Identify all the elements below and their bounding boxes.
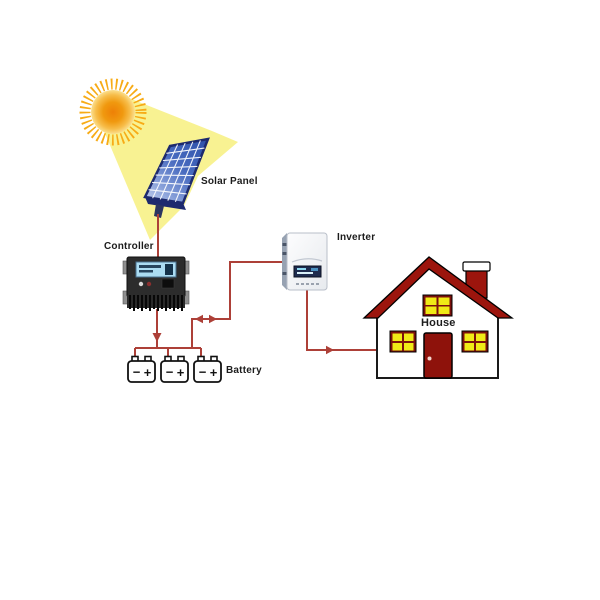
battery-graphic: − + <box>160 355 189 383</box>
house-graphic <box>362 256 514 379</box>
chimney-cap <box>462 261 491 272</box>
inverter-trim-curve <box>291 258 323 263</box>
solar-panel-graphic <box>143 137 210 218</box>
panel-stand <box>154 204 164 218</box>
wire-inverter-to-battery <box>191 261 284 348</box>
battery-negative-sign: − <box>133 365 141 380</box>
battery-positive-sign: + <box>210 365 218 380</box>
window-panes <box>464 333 486 351</box>
arrow-right-icon <box>326 345 334 355</box>
sun-icon <box>79 78 147 146</box>
controller-heatsink-fins <box>129 295 183 311</box>
inverter-label: Inverter <box>337 232 376 243</box>
door-knob <box>427 356 432 361</box>
solar-panel-label: Solar Panel <box>201 176 258 187</box>
window-panes <box>425 297 450 314</box>
controller-port <box>161 278 175 289</box>
controller-mount-ears <box>122 260 190 305</box>
battery-negative-sign: − <box>199 365 207 380</box>
controller-screen-text <box>139 264 173 275</box>
battery-label: Battery <box>226 365 262 376</box>
gable-window <box>422 294 453 317</box>
inverter-graphic <box>282 232 328 291</box>
controller-button <box>146 281 152 287</box>
door <box>423 332 453 379</box>
arrow-left-icon <box>195 314 203 324</box>
left-window <box>389 330 417 353</box>
controller-heatsink <box>127 295 185 308</box>
arrow-down-icon <box>152 333 162 342</box>
inverter-side-face <box>282 233 287 290</box>
controller-button <box>138 281 144 287</box>
sun-rays <box>79 78 147 146</box>
right-window <box>461 330 489 353</box>
inverter-vents <box>296 283 319 285</box>
battery-graphic: − + <box>193 355 222 383</box>
inverter-display <box>293 265 322 278</box>
roof <box>362 256 514 319</box>
battery-graphic: − + <box>127 355 156 383</box>
inverter-display-text <box>297 268 318 274</box>
arrow-right-icon <box>209 314 217 324</box>
window-panes <box>392 333 414 351</box>
panel-side-face <box>145 197 186 210</box>
house-label: House <box>421 317 456 329</box>
inverter-side-terminals <box>282 243 287 275</box>
battery-negative-sign: − <box>166 365 174 380</box>
wire-inverter-to-house <box>306 289 377 351</box>
battery-positive-sign: + <box>144 365 152 380</box>
sun-disk <box>91 90 135 134</box>
wire-arrowheads <box>152 314 334 355</box>
controller-label: Controller <box>104 241 154 252</box>
panel-face <box>143 137 210 205</box>
panel-grid <box>148 140 205 203</box>
battery-bank: − + − + − + <box>127 355 222 383</box>
controller-graphic <box>122 256 190 311</box>
battery-positive-sign: + <box>177 365 185 380</box>
